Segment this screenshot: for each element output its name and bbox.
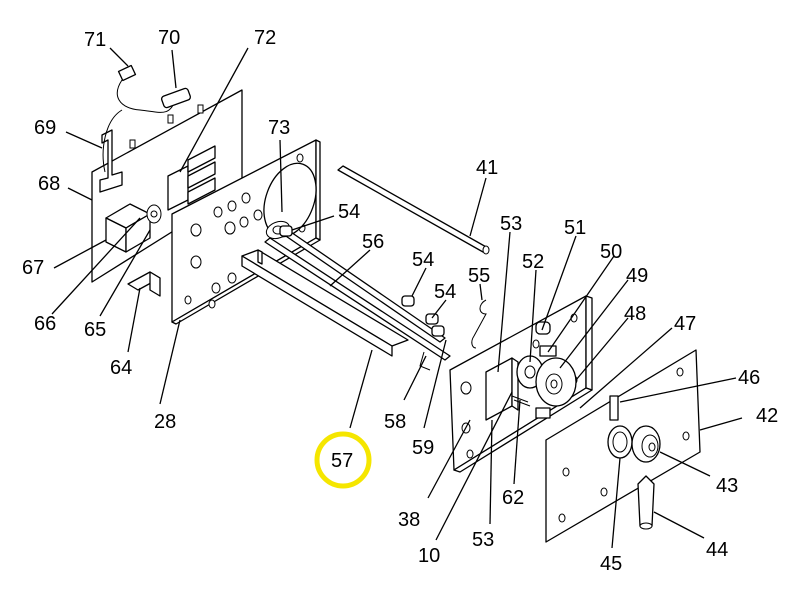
part-label-38: 38 xyxy=(398,509,420,531)
part-label-41: 41 xyxy=(476,157,498,179)
spacer-part-54 xyxy=(279,225,445,337)
part-label-64: 64 xyxy=(110,357,132,379)
part-label-69: 69 xyxy=(34,117,56,139)
part-label-56: 56 xyxy=(362,231,384,253)
part-label-65: 65 xyxy=(84,319,106,341)
clip-part-58 xyxy=(419,351,431,371)
part-label-67: 67 xyxy=(22,257,44,279)
part-label-28: 28 xyxy=(154,411,176,433)
knob-part-43 xyxy=(631,425,661,463)
part-label-49: 49 xyxy=(626,265,648,287)
slot-part-46 xyxy=(609,395,619,421)
part-label-53-top: 53 xyxy=(500,213,522,235)
part-label-50: 50 xyxy=(600,241,622,263)
part-label-66: 66 xyxy=(34,313,56,335)
part-label-70: 70 xyxy=(158,27,180,49)
rod-part-56 xyxy=(264,227,451,361)
part-label-59: 59 xyxy=(412,437,434,459)
ring-part-45 xyxy=(607,425,633,459)
part-label-72: 72 xyxy=(254,27,276,49)
part-label-57: 57 xyxy=(331,450,353,472)
part-label-68: 68 xyxy=(38,173,60,195)
part-label-55: 55 xyxy=(468,265,490,287)
part-label-45: 45 xyxy=(600,553,622,575)
spring-part-55 xyxy=(471,299,487,349)
part-labels: 71 70 72 69 68 73 41 54 56 53 51 50 52 6… xyxy=(22,27,778,575)
part-label-54-mid: 54 xyxy=(412,249,434,271)
switch-block-part-72 xyxy=(167,145,216,211)
part-label-44: 44 xyxy=(706,539,728,561)
bracket-part-64 xyxy=(127,271,161,297)
part-label-58: 58 xyxy=(384,411,406,433)
rail-part-57 xyxy=(241,249,409,357)
part-label-54-top: 54 xyxy=(338,201,360,223)
connector-cable xyxy=(102,64,192,173)
part-label-10: 10 xyxy=(418,545,440,567)
highlight-circle xyxy=(314,431,372,489)
leader-lines xyxy=(51,47,743,549)
part-label-62: 62 xyxy=(502,487,524,509)
part-label-47: 47 xyxy=(674,313,696,335)
part-label-46: 46 xyxy=(738,367,760,389)
part-label-73: 73 xyxy=(268,117,290,139)
part-label-48: 48 xyxy=(624,303,646,325)
part-label-43: 43 xyxy=(716,475,738,497)
part-label-54-low: 54 xyxy=(434,281,456,303)
part-label-52: 52 xyxy=(522,251,544,273)
part-label-51: 51 xyxy=(564,217,586,239)
part-label-71: 71 xyxy=(84,29,106,51)
motor-part-67 xyxy=(105,203,162,253)
part-label-53-bottom: 53 xyxy=(472,529,494,551)
shaft-part-41 xyxy=(337,165,490,255)
handle-part-44 xyxy=(637,475,655,530)
bracket-part-69 xyxy=(99,129,123,193)
part-label-42: 42 xyxy=(756,405,778,427)
